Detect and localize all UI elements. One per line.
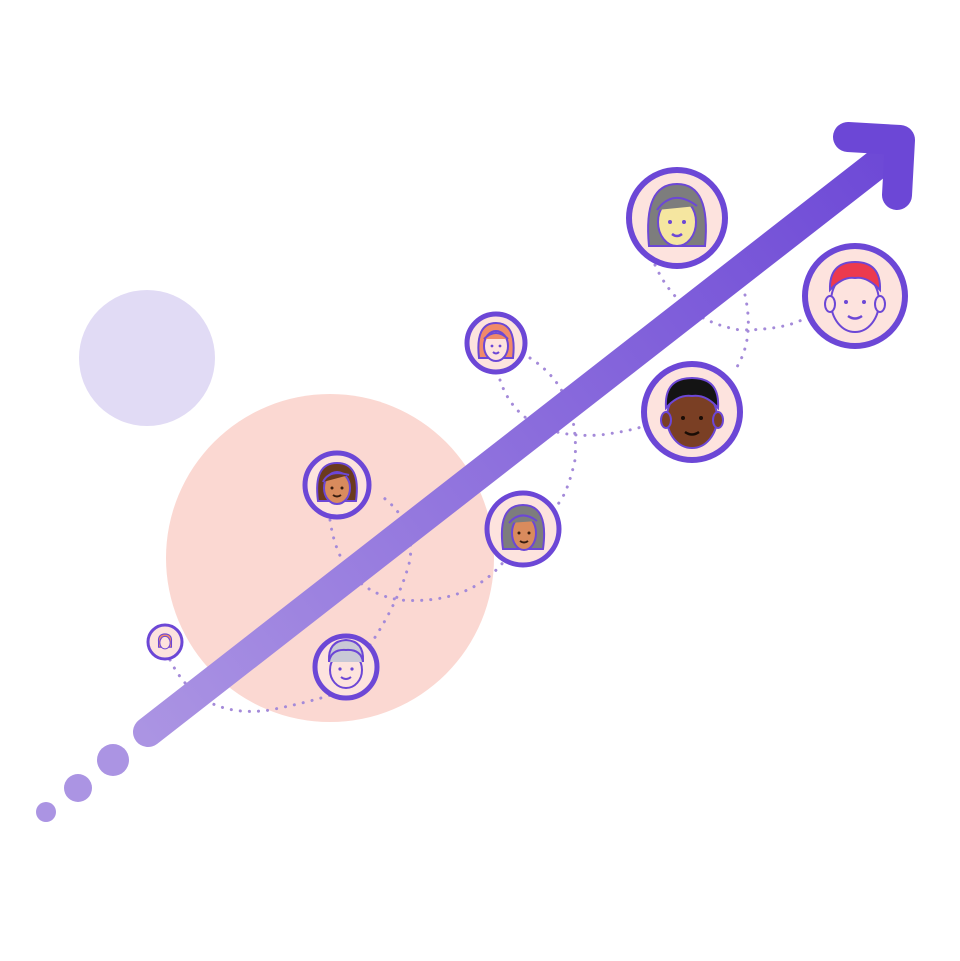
- trail-dots: [36, 744, 129, 822]
- growth-arrow: [133, 122, 915, 747]
- avatar-man-dark-skin: [641, 361, 743, 463]
- lavender-blob: [79, 290, 215, 426]
- avatar-older-man: [312, 633, 380, 701]
- avatar-tiny-woman: [146, 623, 184, 661]
- avatar-woman-brown-hair: [302, 450, 372, 520]
- avatar-man-red-hair: [802, 243, 908, 349]
- dotted-connectors: [168, 263, 812, 713]
- avatar-woman-long-gray-hair: [626, 167, 728, 269]
- avatar-woman-orange-hair: [464, 311, 528, 375]
- avatar-woman-gray-hair: [484, 490, 562, 568]
